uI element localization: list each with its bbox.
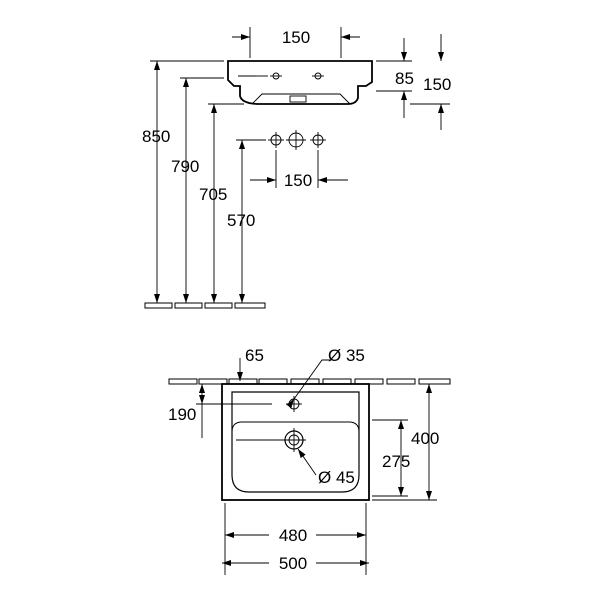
dim-tap-depth: 190 <box>168 384 272 438</box>
dim-label-top-width: 150 <box>282 28 310 47</box>
side-view: 150 85 150 850 <box>142 27 451 309</box>
dim-label-570: 570 <box>227 211 255 230</box>
dim-label-tap-spacing: 150 <box>284 171 312 190</box>
dim-height-850: 850 <box>142 60 224 303</box>
dim-height-705: 705 <box>199 103 244 303</box>
dim-depth: 400 <box>372 384 439 501</box>
floor-line <box>144 302 266 309</box>
dim-label-depth: 400 <box>411 429 439 448</box>
dim-top-width: 150 <box>232 27 360 58</box>
tap-hole: Ø 35 <box>286 346 365 412</box>
dim-tap-spacing: 150 <box>250 150 348 190</box>
dim-label-outer-width: 500 <box>279 554 307 573</box>
dim-drain-depth: 275 <box>372 419 410 497</box>
dim-height-570: 570 <box>227 139 266 303</box>
dim-label-total-depth: 150 <box>423 75 451 94</box>
dim-label-inner-width: 480 <box>279 526 307 545</box>
dim-label-tap-depth: 190 <box>168 405 196 424</box>
dim-wall-offset: 65 <box>237 346 264 381</box>
drain: Ø 45 <box>236 428 355 487</box>
dim-rim-height: 85 <box>376 38 414 118</box>
tap-hole-layout <box>268 130 326 150</box>
wall-line <box>168 378 451 385</box>
basin-plan-outline <box>221 383 370 501</box>
dim-label-wall-offset: 65 <box>245 346 264 365</box>
dim-total-depth: 150 <box>410 34 451 130</box>
dim-label-850: 850 <box>142 127 170 146</box>
dim-label-rim-height: 85 <box>395 69 414 88</box>
dim-label-790: 790 <box>171 157 199 176</box>
dim-height-790: 790 <box>171 77 224 303</box>
dim-outer-width: 500 <box>222 554 369 573</box>
basin-side-profile <box>227 60 373 105</box>
dim-label-705: 705 <box>199 185 227 204</box>
plan-view: 65 Ø 35 190 Ø 4 <box>168 346 451 575</box>
dim-label-tap-hole: Ø 35 <box>328 346 365 365</box>
dim-label-drain-depth: 275 <box>382 452 410 471</box>
dim-label-drain: Ø 45 <box>318 468 355 487</box>
